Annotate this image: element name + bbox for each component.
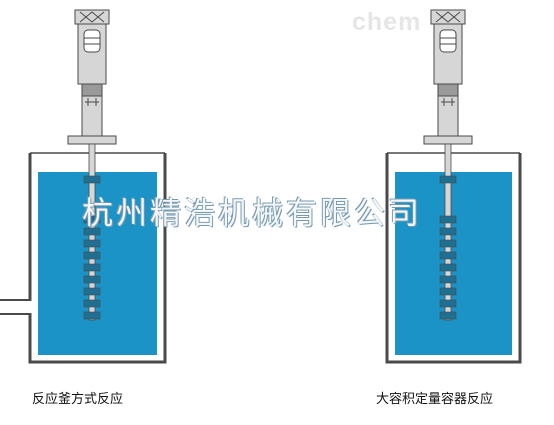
left-liquid [38, 172, 157, 355]
right-diagram [385, 9, 522, 364]
caption-large-volume-container: 大容积定量容器反应 [376, 392, 494, 407]
left-diagram [0, 9, 167, 364]
right-agitator-paddles [439, 175, 457, 320]
caption-reactor-kettle: 反应釜方式反应 [32, 392, 124, 407]
right-drive-head [423, 9, 473, 145]
left-drive-head [67, 9, 117, 145]
right-liquid [395, 172, 512, 355]
left-side-pipe [0, 299, 30, 315]
watermark-company: 杭州精浩机械有限公司 [82, 196, 422, 232]
watermark-url: chem [352, 8, 422, 36]
left-vessel-wall [28, 153, 167, 364]
right-vessel-wall [385, 153, 522, 364]
left-agitator-paddles [83, 175, 101, 320]
